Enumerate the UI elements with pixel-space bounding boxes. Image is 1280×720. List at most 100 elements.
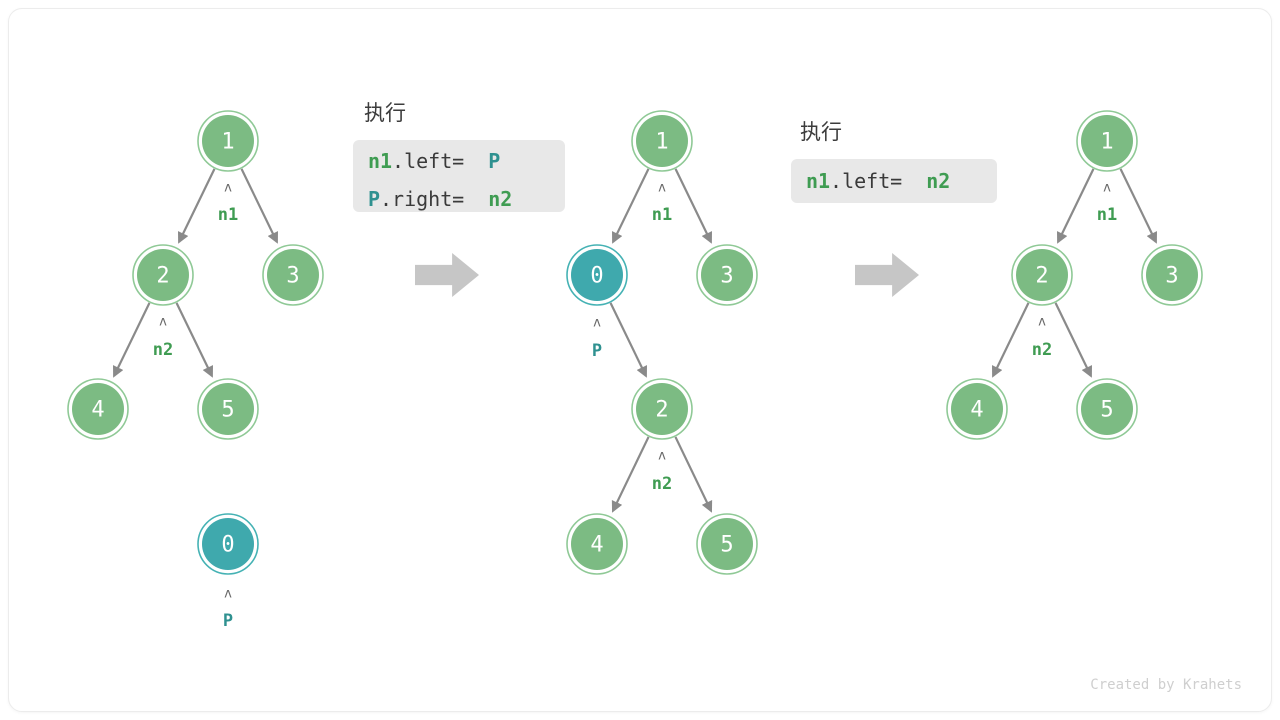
node-outer-ring [631, 110, 693, 172]
node-circle [701, 249, 753, 301]
node-value: 1 [655, 130, 668, 155]
node-circle [137, 249, 189, 301]
pointer-label: n1 [652, 205, 672, 225]
code-box [791, 159, 997, 203]
tree-node: 2 [1011, 244, 1073, 306]
tree-node: 4 [946, 378, 1008, 440]
node-outer-ring [1076, 378, 1138, 440]
tree-edge [609, 302, 648, 378]
tree-edge [177, 168, 216, 244]
node-outer-ring [1011, 244, 1073, 306]
node-value: 2 [156, 264, 169, 289]
node-circle [202, 383, 254, 435]
caret-icon: ʌ [593, 316, 601, 331]
node-circle [72, 383, 124, 435]
code-token: .left [392, 149, 452, 173]
tree-node: 0 [566, 244, 628, 306]
edges-layer [112, 168, 1158, 513]
node-outer-ring [197, 513, 259, 575]
caret-icon: ʌ [1103, 181, 1111, 196]
node-outer-ring [946, 378, 1008, 440]
tree-edge [674, 168, 713, 244]
node-circle [1081, 383, 1133, 435]
node-value: 4 [91, 398, 104, 423]
node-circle [202, 115, 254, 167]
pointer-label: n1 [1097, 205, 1117, 225]
pointer-label-group: ʌ n1 [652, 181, 672, 226]
node-outer-ring [1141, 244, 1203, 306]
tree-edge [240, 168, 279, 244]
node-value: 5 [720, 533, 733, 558]
pointer-label-group: ʌn2 [652, 449, 672, 495]
pointer-label-group: ʌ n2 [153, 315, 173, 361]
node-value: 2 [655, 398, 668, 423]
pointer-label-group: ʌ n1 [1097, 181, 1117, 226]
step-title: 执行 [364, 101, 406, 125]
step-arrow-1 [415, 253, 479, 297]
node-outer-ring [262, 244, 324, 306]
node-circle [636, 383, 688, 435]
node-value: 1 [221, 130, 234, 155]
pointer-label: P [223, 611, 233, 631]
code-token: n2 [488, 187, 512, 211]
caret-icon: ʌ [1038, 315, 1046, 330]
tree-edge [611, 168, 650, 244]
tree-node: 4 [67, 378, 129, 440]
pointer-label-group: ʌ n1 [218, 181, 238, 226]
tree-node: 5 [1076, 378, 1138, 440]
node-value: 1 [1100, 130, 1113, 155]
tree-node: 1 [1076, 110, 1138, 172]
pointer-label: n1 [218, 205, 238, 225]
tree-node: 2 [132, 244, 194, 306]
node-value: 2 [1035, 264, 1048, 289]
tree-edge [1119, 168, 1158, 244]
node-circle [1016, 249, 1068, 301]
tree-node: 5 [696, 513, 758, 575]
code-token: = [890, 169, 902, 193]
code-token: n2 [926, 169, 950, 193]
tree-edge [991, 302, 1030, 378]
code-token: P [488, 149, 500, 173]
node-outer-ring [67, 378, 129, 440]
caret-icon: ʌ [224, 181, 232, 196]
node-value: 4 [970, 398, 983, 423]
node-circle [571, 249, 623, 301]
pointer-label: n2 [652, 474, 672, 494]
tree-node: 3 [262, 244, 324, 306]
pointer-label: n2 [153, 340, 173, 360]
tree-edge [1056, 168, 1095, 244]
code-box [353, 140, 565, 212]
credit-text: Created by Krahets [1090, 677, 1242, 693]
pointer-label-group: ʌ n2 [1032, 315, 1052, 361]
node-value: 0 [590, 264, 603, 289]
tree-node: 1 [631, 110, 693, 172]
code-token: = [452, 149, 464, 173]
node-outer-ring [696, 513, 758, 575]
tree-node: 4 [566, 513, 628, 575]
tree-edge [112, 302, 151, 378]
tree-node: 0 [197, 513, 259, 575]
caret-icon: ʌ [159, 315, 167, 330]
tree-node: 3 [696, 244, 758, 306]
node-outer-ring [566, 244, 628, 306]
node-circle [1081, 115, 1133, 167]
node-outer-ring [132, 244, 194, 306]
node-value: 5 [221, 398, 234, 423]
code-token: .right [380, 187, 452, 211]
tree-edge [611, 436, 650, 513]
node-value: 0 [221, 533, 234, 558]
node-outer-ring [197, 110, 259, 172]
node-value: 3 [1165, 264, 1178, 289]
pointer-label: n2 [1032, 340, 1052, 360]
caret-icon: ʌ [658, 181, 666, 196]
tree-node: 2 [631, 378, 693, 440]
node-value: 3 [720, 264, 733, 289]
pointer-label: P [592, 341, 602, 361]
code-token: = [452, 187, 464, 211]
tree-edge [175, 302, 214, 378]
tree-node: 3 [1141, 244, 1203, 306]
